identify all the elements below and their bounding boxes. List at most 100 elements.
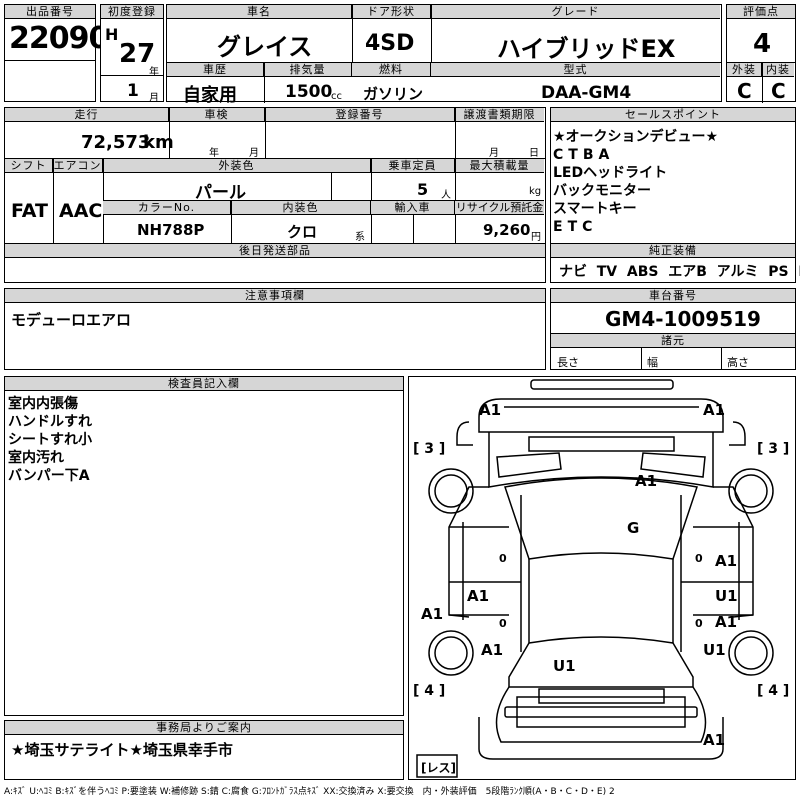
capacity-label: 乗車定員	[371, 159, 455, 173]
divider	[5, 243, 545, 244]
divider	[231, 201, 232, 243]
era-mark: H	[105, 25, 119, 44]
registration-month: 1	[127, 81, 139, 101]
tire-rear-left-value: 4	[424, 683, 435, 699]
divider	[103, 200, 544, 201]
inspector-notes: 室内内張傷 ハンドルすれ シートすれ小 室内汚れ バンパー下A	[8, 395, 92, 485]
equipment-item: PW	[798, 264, 800, 280]
interior-color-suffix: 系	[355, 232, 365, 243]
mileage-unit: km	[143, 132, 174, 153]
inspector-note: ハンドルすれ	[8, 414, 92, 430]
exterior-label: 外装	[727, 63, 762, 77]
first-registration-label: 初度登録	[101, 5, 163, 19]
fuel-label: 燃料	[352, 63, 431, 77]
notes-label: 注意事項欄	[5, 289, 545, 303]
registration-label: 登録番号	[265, 108, 455, 122]
displacement-label: 排気量	[264, 63, 352, 77]
office-text: ★埼玉サテライト★埼玉県幸手市	[11, 741, 233, 759]
mark-left-rear-quarter: A1	[421, 605, 444, 623]
mark-rear-bumper: A1	[703, 731, 726, 749]
model-label: 型式	[431, 63, 720, 77]
equipment-item: アルミ	[716, 264, 759, 280]
equipment-list: ナビ TV ABS エアB アルミ PS PW	[559, 261, 800, 281]
divider	[331, 172, 332, 200]
mark-left-front-door: A1	[467, 587, 490, 605]
chassis-number: GM4-1009519	[605, 307, 761, 331]
notes-text: モデューロエアロ	[11, 311, 132, 329]
car-name-label: 車名	[167, 5, 352, 19]
height-label: 高さ	[727, 356, 749, 369]
month-unit: 月	[149, 93, 159, 104]
inspector-note: シートすれ小	[8, 432, 92, 448]
color-no: NH788P	[137, 221, 205, 239]
lot-number-blank	[4, 60, 96, 102]
interior-label: 内装	[762, 63, 794, 77]
notes-box: 注意事項欄 モデューロエアロ	[4, 288, 546, 370]
inspector-label: 検査員記入欄	[5, 377, 403, 391]
grade-label: グレード	[431, 5, 720, 19]
equipment-label: 純正装備	[551, 244, 795, 258]
divider	[167, 62, 721, 63]
displacement-unit: cc	[331, 91, 342, 102]
lot-number-label: 出品番号	[5, 5, 95, 19]
chassis-box: 車台番号 GM4-1009519 諸元 長さ 幅 高さ	[550, 288, 796, 370]
sales-points-label: セールスポイント	[551, 108, 795, 122]
sales-point: ETC	[553, 219, 598, 235]
equipment-item: ナビ	[559, 264, 587, 280]
width-label: 幅	[647, 356, 658, 369]
mileage-label: 走行	[5, 108, 169, 122]
car-outline-diagram	[416, 379, 774, 778]
interior-color: クロ	[287, 223, 318, 241]
max-load-unit: kg	[529, 186, 542, 197]
tire-rear-right-value: 4	[768, 683, 779, 699]
divider	[721, 348, 722, 370]
sales-points-box: セールスポイント ★オークションデビュー★ CTBA LEDヘッドライト バック…	[550, 107, 800, 283]
legend: A:ｷｽﾞ U:ﾍｺﾐ B:ｷｽﾞを伴うﾍｺﾐ P:要塗装 W:補修跡 S:錆 …	[4, 787, 615, 797]
divider	[5, 158, 545, 159]
vehicle-detail-box: 走行 車検 登録番号 譲渡書類期限 72,573 km 年 月 月 日 シフト …	[4, 107, 546, 283]
ac-label: エアコン	[53, 159, 103, 173]
length-label: 長さ	[557, 356, 579, 369]
inspection-year-unit: 年	[209, 148, 219, 159]
recycle-label: リサイクル預託金	[455, 201, 544, 215]
mark-fender-right: A1	[715, 552, 738, 570]
transfer-day-unit: 日	[529, 148, 539, 159]
score: 4	[753, 29, 772, 59]
inspector-box: 検査員記入欄 室内内張傷 ハンドルすれ シートすれ小 室内汚れ バンパー下A	[4, 376, 404, 716]
mark-roof: G	[627, 519, 640, 537]
later-parts-label: 後日発送部品	[5, 244, 545, 258]
lot-number: 22090	[9, 21, 109, 56]
interior-color-label: 内装色	[231, 201, 371, 215]
mark-trunk: U1	[553, 657, 576, 675]
inspector-note: 室内汚れ	[8, 450, 64, 466]
inspection-label: 車検	[169, 108, 265, 122]
year-unit: 年	[149, 67, 159, 78]
first-registration-box: 初度登録 H 27 年 1 月	[100, 4, 164, 104]
inspector-note: 室内内張傷	[8, 396, 78, 412]
door-label: ドア形状	[352, 5, 431, 19]
tire-count-rear-left: [ 4 ]	[413, 683, 446, 699]
lot-number-box: 出品番号 22090	[4, 4, 109, 61]
grade: ハイブリッドEX	[497, 35, 676, 63]
divider	[264, 63, 265, 103]
divider	[352, 5, 353, 63]
exterior-color: パール	[195, 183, 246, 203]
score-box: 評価点 4 外装 内装 C C	[726, 4, 796, 103]
mark-door-right-small2: 0	[695, 617, 703, 630]
office-label: 事務局よりご案内	[5, 721, 403, 735]
equipment-item: エアB	[668, 264, 707, 280]
equipment-item: ABS	[626, 264, 659, 280]
door-type: 4SD	[365, 31, 415, 56]
tire-count-front-left: [ 3 ]	[413, 441, 446, 457]
divider	[762, 63, 763, 103]
sales-points-list: ★オークションデビュー★ CTBA LEDヘッドライト バックモニター スマート…	[553, 128, 718, 236]
sales-point: ★オークションデビュー★	[553, 129, 719, 145]
inspection-month-unit: 月	[249, 148, 259, 159]
mark-door-right-small: 0	[695, 552, 703, 565]
car-info-box: 車名 ドア形状 グレード グレイス 4SD ハイブリッドEX 車歴 排気量 燃料…	[166, 4, 722, 106]
sales-point: バックモニター	[553, 183, 651, 199]
score-label: 評価点	[727, 5, 795, 19]
shift: FAT	[11, 200, 48, 222]
divider	[727, 62, 795, 63]
mark-hood: A1	[635, 472, 658, 490]
